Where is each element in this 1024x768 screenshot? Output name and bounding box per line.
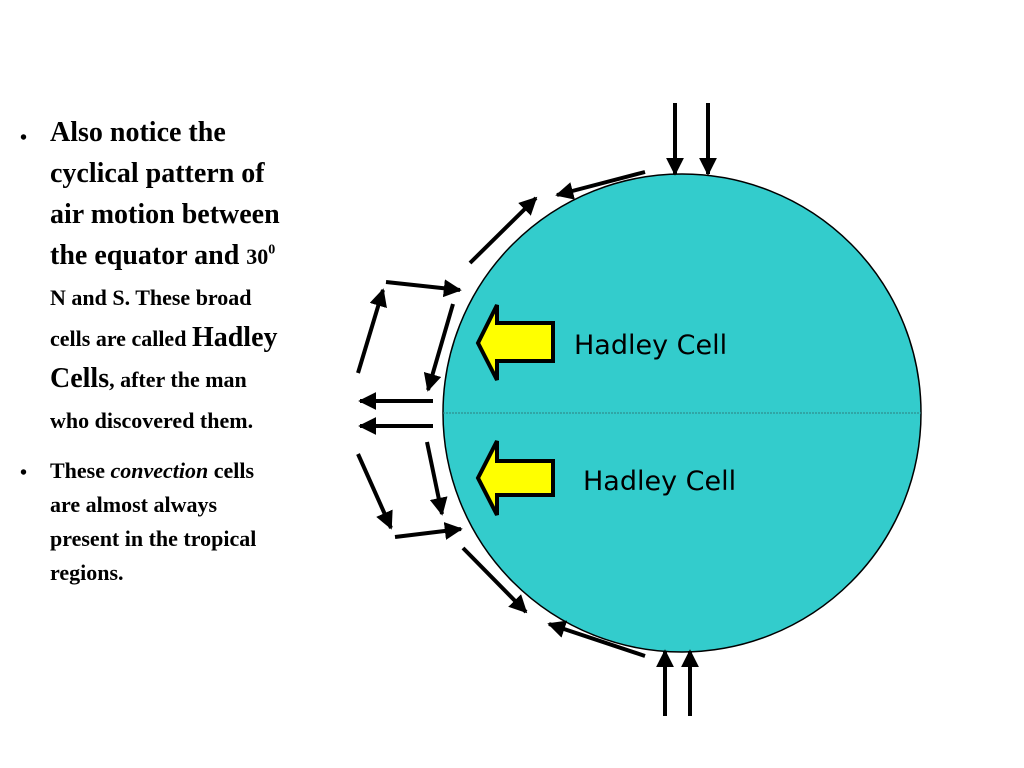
flow-arrow [468,196,538,265]
bullet-text: , after the man who discovered them. [50,367,254,433]
lower-cell-arrows [356,417,699,716]
bullet-text: These [50,458,111,483]
bullet-text: Also notice the cyclical pattern of air … [50,117,280,271]
bullet-convection: • These convection cells are almost alwa… [16,454,281,590]
lower-cell-big-arrow [475,440,555,516]
flow-arrow [385,279,462,298]
text-column: • Also notice the cyclical pattern of ai… [16,112,281,604]
flow-arrow [425,441,448,516]
flow-arrow [356,453,393,530]
lower-cell-label: Hadley Cell [583,466,736,497]
bullet-dot: • [20,127,28,149]
flow-arrow [394,522,463,540]
degree-superscript: 0 [268,242,276,258]
upper-cell-label: Hadley Cell [574,330,727,361]
bullet-text: cells are almost always present in the t… [50,458,257,585]
bullet-hadley-cells: • Also notice the cyclical pattern of ai… [16,112,281,440]
flow-arrow [423,303,455,392]
latitude-value: 30 [246,244,269,269]
upper-cell-big-arrow [475,304,555,381]
convection-term: convection [110,458,209,483]
flow-arrow [555,170,646,200]
hadley-cells-term: Hadley Cells [50,322,278,394]
flow-arrow [356,288,387,374]
bullet-text: N and S. These broad cells are called [50,285,252,351]
bullet-dot: • [20,462,28,484]
flow-arrow [461,546,528,614]
upper-cell-arrows [356,103,717,410]
flow-arrow [547,620,646,658]
